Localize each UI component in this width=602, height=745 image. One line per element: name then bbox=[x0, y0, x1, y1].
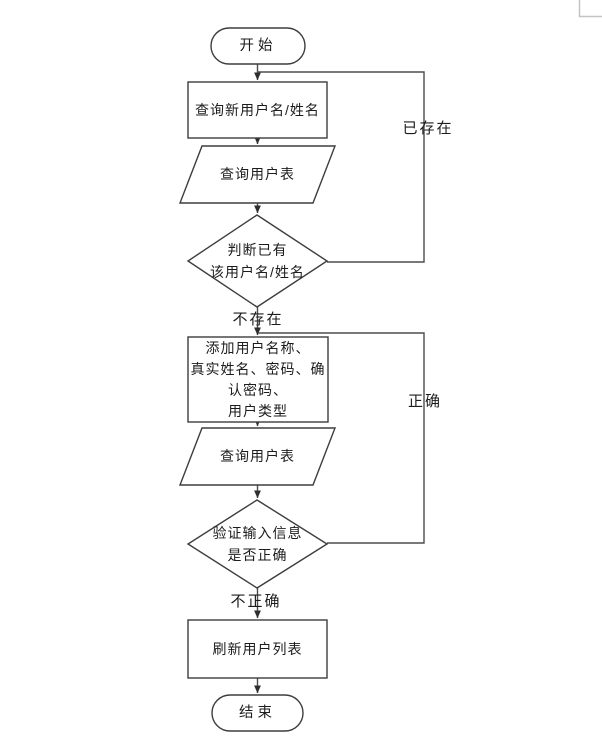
query-user-table-1-data-shape bbox=[178, 145, 337, 204]
add-user-fields-process-shape bbox=[187, 336, 329, 423]
edge-loop-correct bbox=[258, 332, 425, 544]
verify-input-label: 验证输入信息 是否正确 bbox=[212, 525, 303, 563]
check-exists-decision-shape bbox=[186, 214, 329, 308]
check-exists-label: 判断已有 该用户名/姓名 bbox=[210, 242, 305, 280]
query-user-table-2-label: 查询用户表 bbox=[220, 448, 295, 464]
verify-input-decision-shape bbox=[186, 499, 329, 589]
edge-loop-exists bbox=[258, 71, 425, 263]
page-corner-mark bbox=[578, 0, 602, 18]
add-user-fields-label: 添加用户名称、 真实姓名、密码、确 认密码、 用户类型 bbox=[190, 339, 326, 419]
start-terminator-shape bbox=[210, 27, 306, 65]
start-terminator-label: 开始 bbox=[239, 37, 277, 54]
query-new-user-label: 查询新用户名/姓名 bbox=[195, 101, 320, 118]
query-user-table-2-data-shape bbox=[178, 427, 337, 486]
refresh-user-list-process-shape bbox=[187, 619, 328, 679]
query-user-table-1-label: 查询用户表 bbox=[220, 166, 295, 182]
edge-label-correct: 正确 bbox=[407, 393, 442, 410]
end-terminator-label: 结束 bbox=[239, 704, 276, 721]
query-new-user-process-shape bbox=[187, 81, 328, 139]
edge-label-not-exists: 不存在 bbox=[232, 311, 284, 328]
end-terminator-shape bbox=[211, 694, 304, 732]
refresh-user-list-label: 刷新用户列表 bbox=[212, 640, 303, 657]
edge-label-exists: 已存在 bbox=[402, 120, 454, 137]
edge-label-incorrect: 不正确 bbox=[230, 593, 282, 610]
